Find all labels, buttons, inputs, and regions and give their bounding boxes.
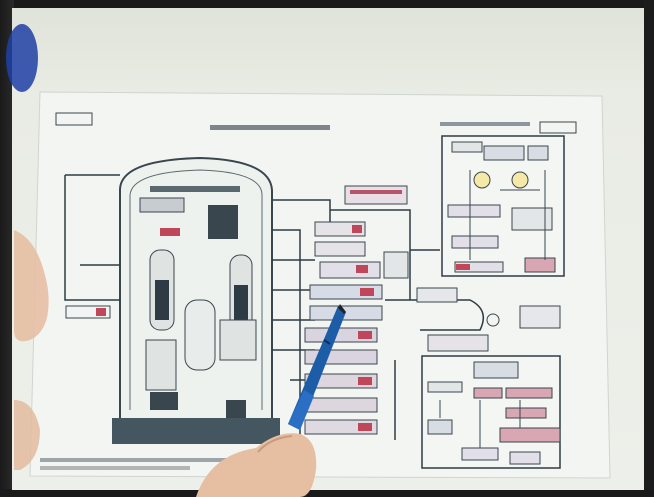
footer-note-blur	[40, 458, 240, 462]
footer-note-blur-2	[40, 466, 190, 470]
header-date-blur	[440, 122, 530, 126]
header-title-blur	[210, 125, 330, 130]
panel-bottom-right	[422, 356, 560, 468]
mid-box-b	[417, 288, 457, 302]
mid-box-d	[520, 306, 560, 328]
blue-object	[6, 24, 38, 92]
mid-box-a	[384, 252, 408, 278]
panel-top-right	[442, 136, 564, 276]
left-label-marker	[96, 308, 106, 316]
mid-box-c	[428, 335, 488, 351]
